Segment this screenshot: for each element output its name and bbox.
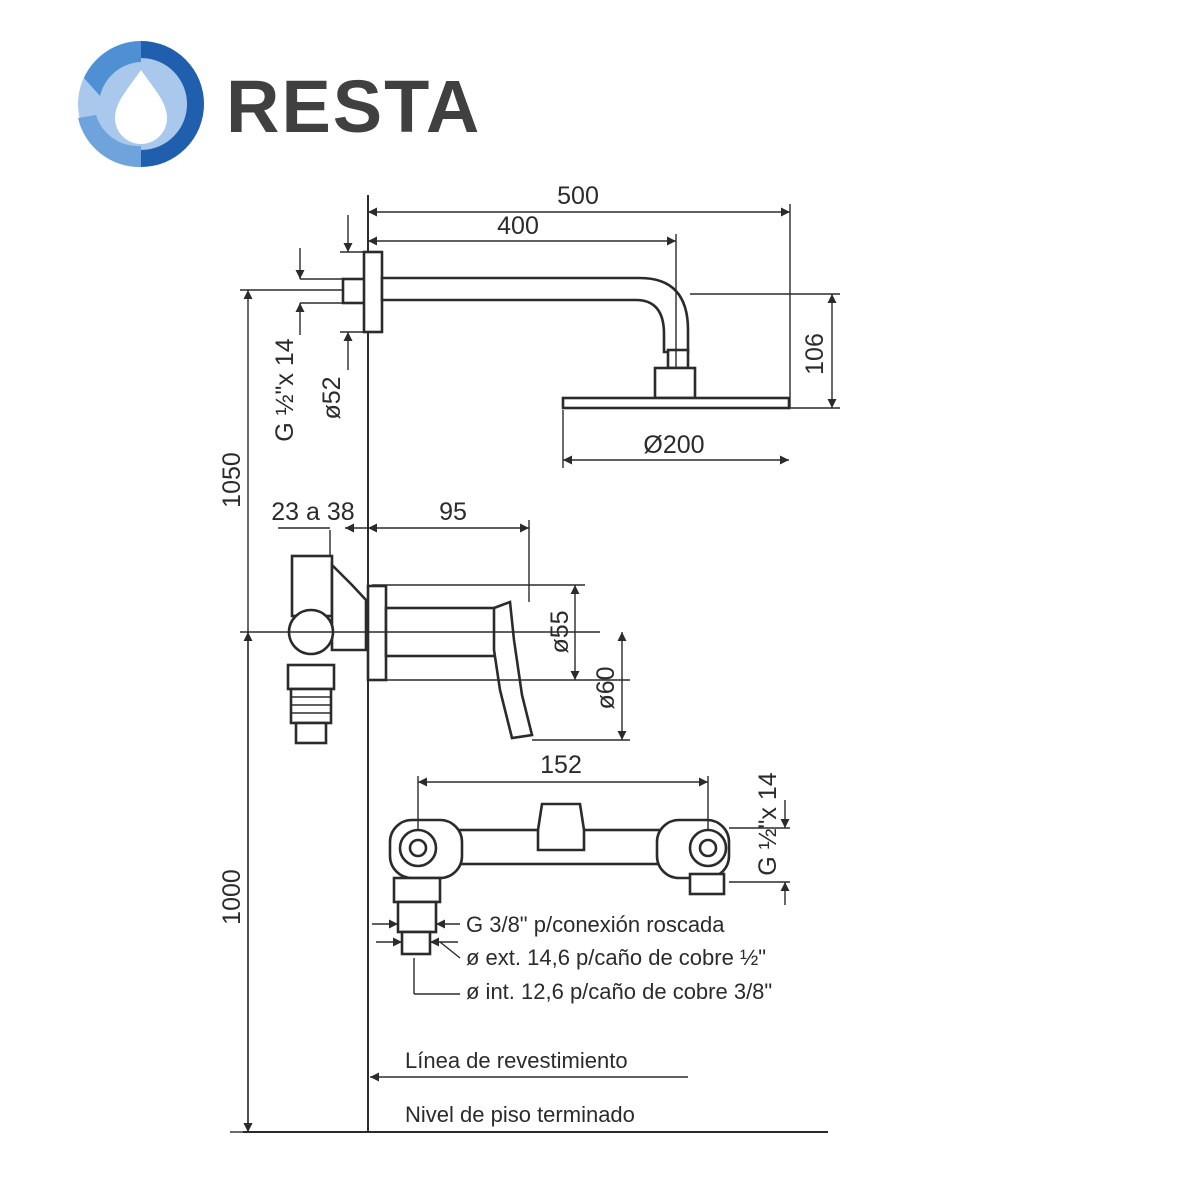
- resta-logo: RESTA: [78, 41, 481, 168]
- left-inlet-thread: [396, 900, 438, 934]
- brand-name: RESTA: [226, 65, 481, 148]
- mixer-handle: [492, 600, 534, 740]
- arm-flange: [362, 250, 384, 334]
- shower-arm: [380, 276, 690, 354]
- left-inlet-tip: [400, 930, 432, 956]
- shower-arm-assembly: [341, 250, 791, 410]
- mixer-inlet-thread: [289, 687, 333, 725]
- mixer-rosette: [366, 584, 388, 682]
- dim-head-height: 106: [801, 333, 829, 375]
- label-floor-level: Nivel de piso terminado: [405, 1102, 635, 1127]
- mixer-inlet-tip: [294, 721, 328, 745]
- dim-handle-diameter: ø55: [546, 610, 574, 653]
- head-nut: [653, 366, 697, 400]
- dim-wall-range: 23 a 38: [271, 498, 354, 526]
- right-outlet-hole: [698, 838, 718, 858]
- left-inlet-hole: [408, 838, 428, 858]
- water-drop-logo-icon: [78, 41, 204, 168]
- mixer-body-top-view: [388, 802, 731, 956]
- mixer-body-bracket: [330, 561, 368, 652]
- dim-total-arm: 500: [557, 182, 599, 210]
- label-wall-line: Línea de revestimiento: [405, 1048, 628, 1073]
- mixer-center-cap: [536, 802, 586, 852]
- note-copper-ext: ø ext. 14,6 p/caño de cobre ½": [466, 945, 766, 970]
- mixer-side-view: [286, 554, 534, 745]
- arm-nut: [341, 277, 367, 305]
- mixer-body-upper: [290, 554, 334, 618]
- dim-flange-diameter: ø52: [318, 376, 346, 419]
- note-copper-int: ø int. 12,6 p/caño de cobre 3/8": [466, 979, 772, 1004]
- dim-height-arm: 1050: [218, 452, 246, 508]
- dim-height-mixer: 1000: [218, 869, 246, 925]
- dim-rosette-diameter: ø60: [592, 666, 620, 709]
- arm-swivel: [666, 348, 690, 370]
- note-connection-thread: G 3/8" p/conexión roscada: [466, 912, 725, 937]
- dim-handle-projection: 95: [439, 498, 467, 526]
- dim-head-diameter: Ø200: [643, 431, 704, 459]
- mixer-inlet-nut: [286, 663, 336, 691]
- dim-arm-length: 400: [497, 212, 539, 240]
- dim-mixer-centers: 152: [540, 751, 582, 779]
- right-outlet-nut: [688, 872, 726, 896]
- dim-mixer-thread: G ½"x 14: [754, 772, 782, 875]
- dim-arm-thread: G ½"x 14: [271, 338, 299, 441]
- shower-head: [561, 396, 791, 410]
- left-inlet-nut: [392, 876, 442, 904]
